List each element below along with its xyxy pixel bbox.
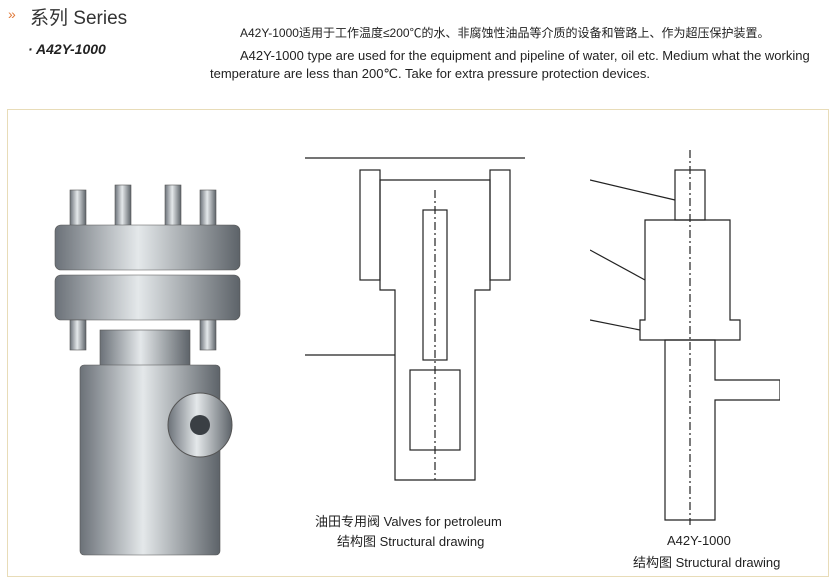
structural-drawing-1 [305,157,525,481]
section-title: 系列 Series [30,8,128,29]
drawing1-caption-2: 结构图 Structural drawing [337,534,485,549]
drawing1-caption-1: 油田专用阀 Valves for petroleum [315,514,502,529]
description-en-line2: temperature are less than 200℃. Take for… [210,66,650,81]
valve-photo [54,184,241,556]
model-label: · A42Y-1000 [28,41,106,57]
structural-drawing-2 [590,150,780,525]
drawing2-caption-1: A42Y-1000 [667,533,731,548]
description-zh: A42Y-1000适用于工作温度≤200℃的水、非腐蚀性油品等介质的设备和管路上… [240,26,770,40]
drawing2-caption-2: 结构图 Structural drawing [633,555,781,570]
product-frame [7,109,829,577]
description-en-line1: A42Y-1000 type are used for the equipmen… [240,48,810,63]
chevron-icon: » [8,6,16,22]
